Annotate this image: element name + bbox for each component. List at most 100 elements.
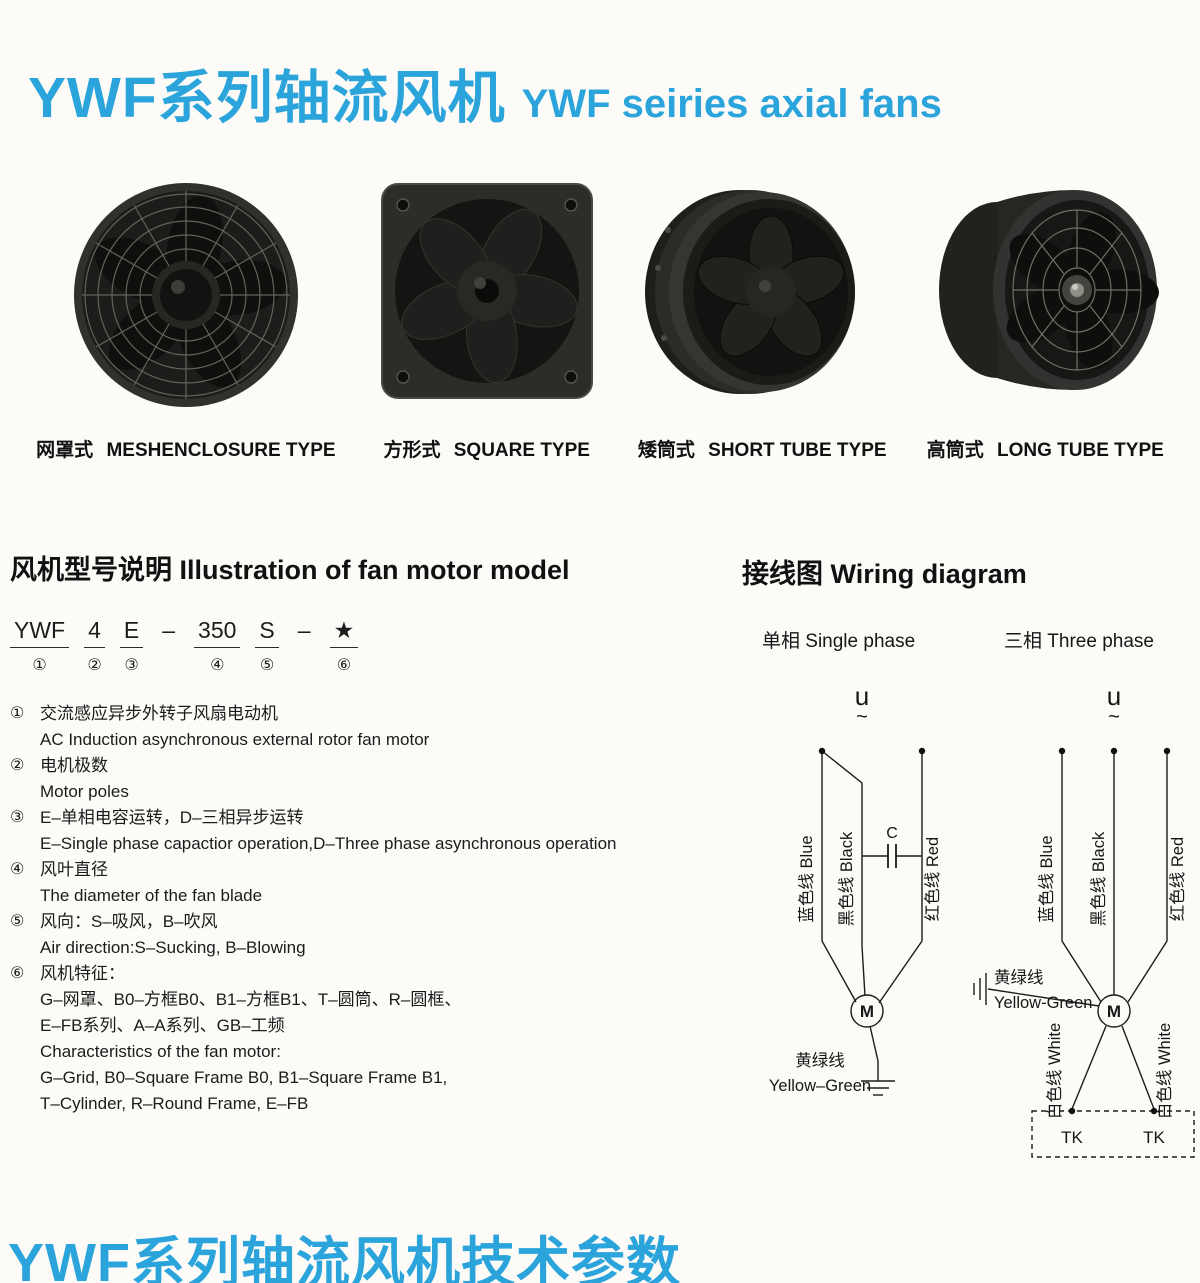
product-row: 网罩式 MESHENCLOSURE TYPE [0,168,1200,462]
note-number: ③ [10,809,25,826]
wiring-section: 接线图 Wiring diagram [742,552,1200,1186]
product-card-square: 方形式 SQUARE TYPE [372,168,602,462]
product-label-en: LONG TUBE TYPE [997,440,1164,461]
product-label: 网罩式 MESHENCLOSURE TYPE [32,435,339,462]
motor-icon [850,994,884,1028]
note-line: 风叶直径 [40,860,108,879]
note-line: Motor poles [40,782,129,801]
single-phase-diagram: 单相 Single phase u ~ 蓝色线 Blue 黑色线 Black 红… [762,630,942,1096]
model-code-part: S ⑤ [255,617,279,675]
ground-label-en: Yellow–Green [769,1077,871,1095]
short-tube-fan-photo [645,190,856,394]
code-part-number: ⑤ [259,657,275,674]
capacitor-label: C [886,825,898,842]
note-item: ④ 风叶直径 The diameter of the fan blade [10,857,728,909]
terminal-dot [1058,747,1066,755]
single-phase-title: 单相 Single phase [762,630,915,652]
wire-label-red: 红色线 Red [923,837,942,921]
ground-label-cn: 黄绿线 [994,968,1044,987]
wire-label-black: 黑色线 Black [837,831,856,926]
note-number: ⑤ [10,913,25,930]
terminal-dot [1110,747,1118,755]
note-item: ⑥ 风机特征： G–网罩、B0–方框B0、B1–方框B1、T–圆筒、R–圆框、 … [10,961,728,1117]
note-number: ① [10,705,25,722]
footer-title: YWF系列轴流风机技术参数 [8,1233,681,1283]
code-part-number: ④ [210,657,225,674]
code-part-text: YWF [10,617,70,648]
wire-label-white: 白色线 White [1155,1023,1174,1119]
note-line: T–Cylinder, R–Round Frame, E–FB [40,1094,309,1113]
model-section: 风机型号说明 Illustration of fan motor model Y… [10,548,728,1117]
code-part-number: ② [87,657,102,674]
model-code-part: – [294,617,315,654]
model-section-heading: 风机型号说明 Illustration of fan motor model [10,555,570,585]
code-part-text: E [119,617,144,648]
blue-wire [1061,751,1102,1003]
long-tube-fan-photo [939,190,1160,390]
note-line: The diameter of the fan blade [40,886,263,905]
code-part-number: ③ [124,657,139,674]
wire-label-blue: 蓝色线 Blue [797,835,816,922]
single-phase-terminal-tilde: ~ [856,706,868,728]
three-phase-title: 三相 Three phase [1004,630,1154,652]
note-number: ② [10,757,25,774]
terminal-dot [918,747,926,755]
page-title-en: YWF seiries axial fans [521,82,942,126]
note-line: E–FB系列、A–A系列、GB–工频 [40,1016,285,1035]
model-code-part: 350 ④ [194,617,241,675]
black-wire [821,750,866,997]
note-line: Air direction:S–Sucking, B–Blowing [40,938,306,957]
note-item: ① 交流感应异步外转子风扇电动机 AC Induction asynchrono… [10,701,728,753]
white-wire [1071,1025,1107,1110]
code-part-text: 4 [84,617,105,648]
wire-label-white: 白色线 White [1045,1023,1064,1119]
code-part-text: – [162,617,176,643]
product-label-en: SHORT TUBE TYPE [708,440,887,461]
note-line: E–Single phase capactior operation,D–Thr… [40,834,617,853]
note-line: 风向：S–吸风，B–吹风 [40,912,218,931]
red-wire [1127,751,1168,1003]
code-part-text: ★ [329,617,359,648]
wiring-diagram: 单相 Single phase u ~ 蓝色线 Blue 黑色线 Black 红… [762,630,1195,1158]
product-label-cn: 矮筒式 [637,440,695,461]
note-line: AC Induction asynchronous external rotor… [40,730,430,749]
product-card-mesh: 网罩式 MESHENCLOSURE TYPE [32,168,339,462]
note-line: E–单相电容运转，D–三相异步运转 [40,808,304,827]
note-number: ⑥ [10,965,25,982]
three-phase-diagram: 三相 Three phase u ~ 蓝色线 Blue 黑色线 Black 红色… [973,630,1195,1158]
note-item: ⑤ 风向：S–吸风，B–吹风 Air direction:S–Sucking, … [10,909,728,961]
note-item: ③ E–单相电容运转，D–三相异步运转 E–Single phase capac… [10,805,728,857]
ground-label-cn: 黄绿线 [795,1051,845,1070]
motor-icon [1097,994,1131,1028]
three-phase-terminal-u: u [1107,681,1121,711]
terminal-dot [1150,1107,1158,1115]
red-wire [878,751,923,1004]
model-code-part: YWF ① [10,617,70,675]
blue-wire [821,751,857,1003]
code-part-text: S [255,617,279,648]
mesh-enclosure-fan-photo [73,183,298,407]
page-title: YWF系列轴流风机 YWF seiries axial fans [28,52,942,134]
terminal-dot [818,747,826,755]
wire-label-black: 黑色线 Black [1089,831,1108,926]
page-title-cn: YWF系列轴流风机 [28,66,506,130]
tk-terminal-box [1031,1110,1195,1158]
three-phase-terminal-tilde: ~ [1108,706,1120,728]
note-line: 风机特征： [40,964,125,983]
motor-label: M [1107,1002,1121,1021]
code-part-number: ① [32,657,47,674]
model-code-part: ★ ⑥ [329,617,359,675]
product-label-cn: 方形式 [383,440,441,461]
terminal-dot [1163,747,1171,755]
terminal-dot [1068,1107,1076,1115]
white-wire [1121,1025,1155,1110]
model-code-part: E ③ [119,617,144,675]
tk-label: TK [1143,1128,1165,1147]
note-item: ② 电机极数 Motor poles [10,753,728,805]
square-fan-photo [380,183,593,399]
model-code-part: – [158,617,179,654]
product-label: 高筒式 LONG TUBE TYPE [923,435,1168,462]
ground-label-en: Yellow-Green [994,994,1092,1012]
note-number: ④ [10,861,25,878]
